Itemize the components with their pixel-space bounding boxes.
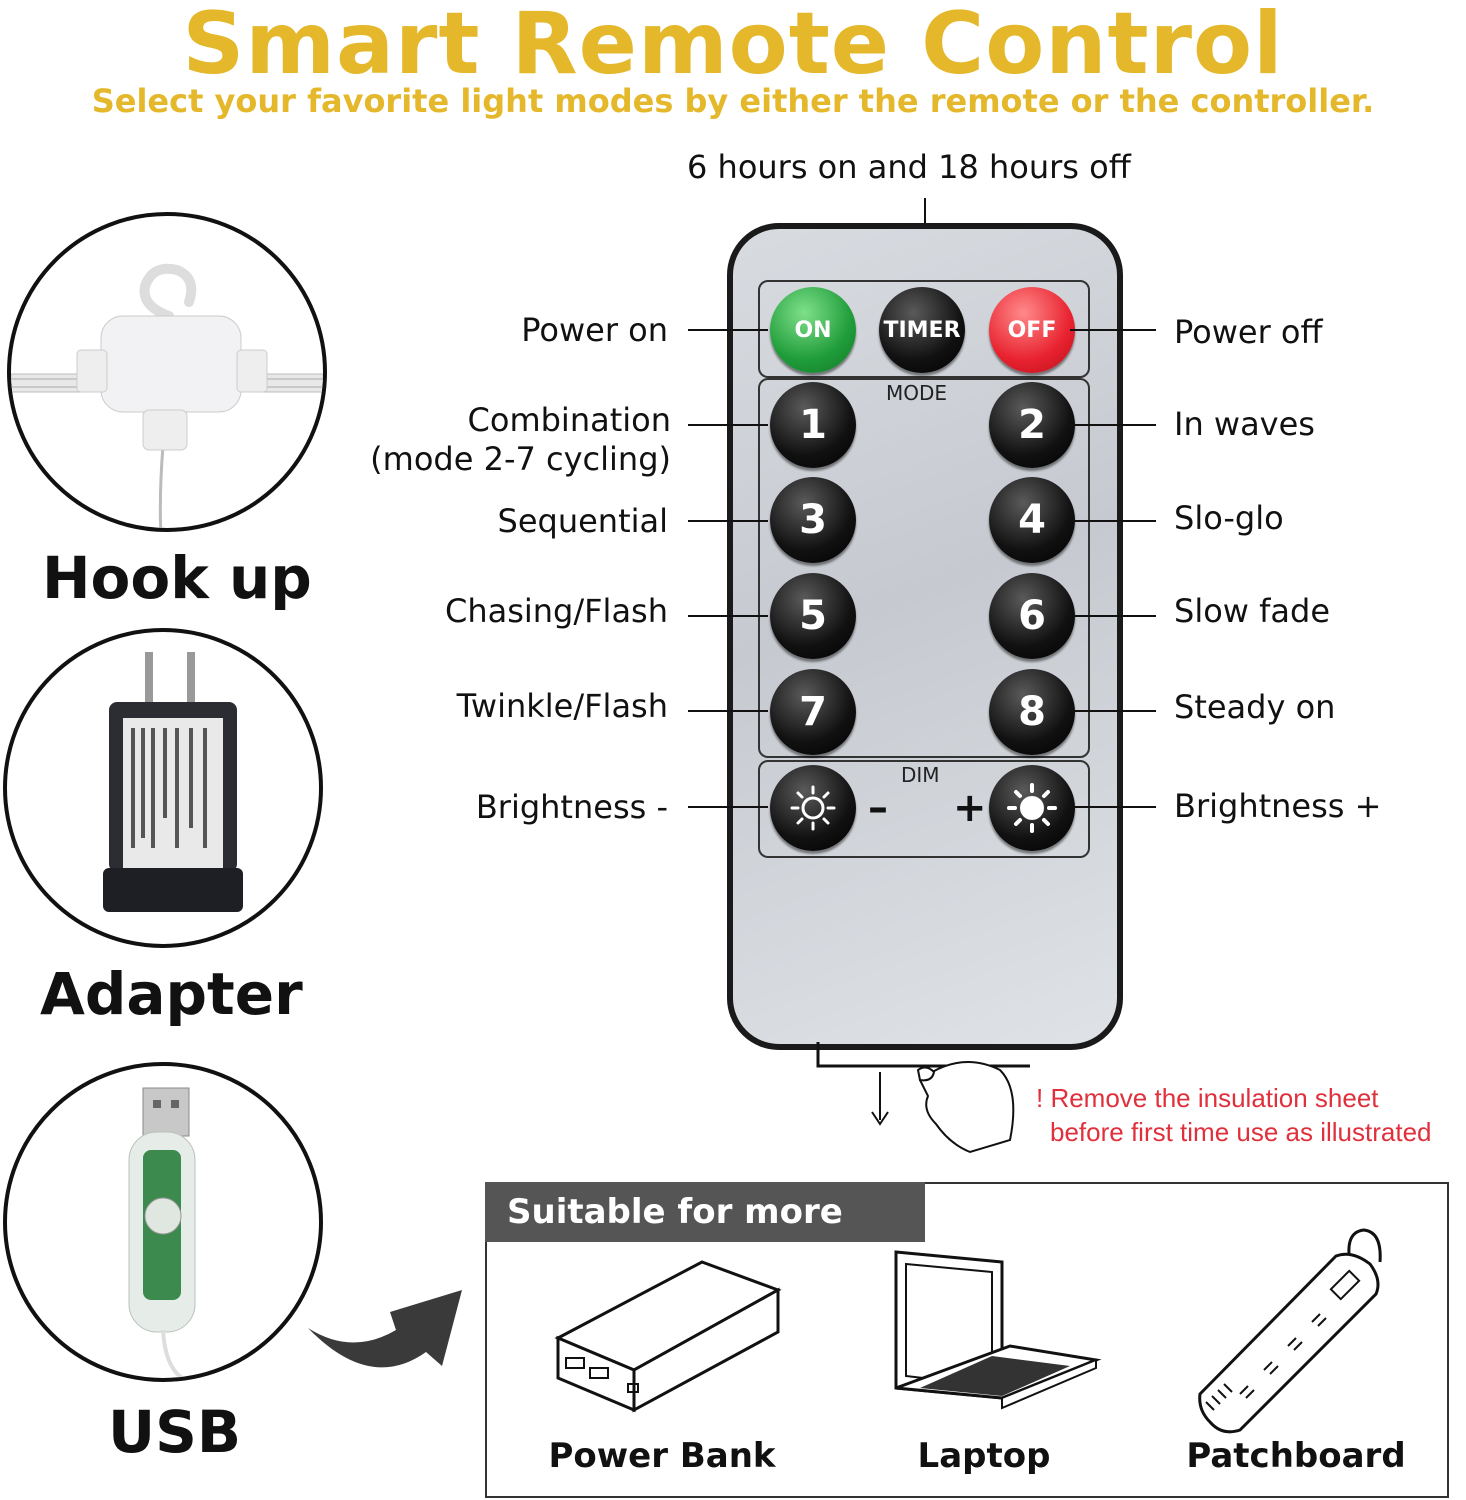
- mode-2-label: 2: [1018, 402, 1046, 448]
- mode-6-label: 6: [1018, 593, 1046, 639]
- in-waves-label: In waves: [1174, 405, 1315, 443]
- hook-up-label: Hook up: [42, 544, 312, 612]
- power-on-leader: [688, 329, 768, 331]
- suitable-heading: Suitable for more place: [485, 1182, 925, 1292]
- timer-caption: 6 hours on and 18 hours off: [687, 148, 1131, 186]
- power-off-label: Power off: [1174, 313, 1323, 351]
- brightness-plus-leader: [1070, 806, 1156, 808]
- laptop-icon: [894, 1250, 1102, 1410]
- mode-8-button[interactable]: 8: [989, 669, 1075, 755]
- dim-label: DIM: [901, 763, 940, 787]
- mode-4-label: 4: [1018, 497, 1046, 543]
- mode-2-leader: [1070, 424, 1156, 426]
- usb-label: USB: [108, 1398, 242, 1466]
- mode-6-leader: [1070, 615, 1156, 617]
- power-off-leader: [1070, 329, 1156, 331]
- timer-button[interactable]: TIMER: [879, 287, 965, 373]
- hook-up-image: [7, 212, 327, 532]
- power-bank-label: Power Bank: [548, 1436, 776, 1476]
- slo-glo-label: Slo-glo: [1174, 499, 1284, 537]
- mode-3-label: 3: [799, 497, 827, 543]
- mode-4-button[interactable]: 4: [989, 477, 1075, 563]
- adapter-icon: [103, 652, 243, 912]
- usb-plug-icon: [128, 1087, 196, 1378]
- mode-3-leader: [688, 520, 768, 522]
- off-button[interactable]: OFF: [989, 287, 1075, 373]
- mode-label: MODE: [886, 381, 948, 405]
- curved-arrow-icon: [308, 1290, 462, 1368]
- page-subtitle: Select your favorite light modes by eith…: [91, 82, 1375, 120]
- warning-line-1: ! Remove the insulation sheet: [1036, 1083, 1379, 1113]
- chasing-flash-label: Chasing/Flash: [444, 592, 668, 630]
- mode-panel: [758, 378, 1090, 758]
- sun-large-icon: [1007, 783, 1057, 833]
- laptop-label: Laptop: [917, 1436, 1051, 1476]
- twinkle-flash-label: Twinkle/Flash: [456, 687, 668, 725]
- mode-7-leader: [688, 710, 768, 712]
- mode-3-button[interactable]: 3: [770, 477, 856, 563]
- combination-label: Combination: [467, 401, 671, 439]
- combination-sub-label: (mode 2-7 cycling): [370, 440, 671, 478]
- sequential-label: Sequential: [497, 502, 669, 540]
- patchboard-icon: [1198, 1228, 1382, 1434]
- dim-plus-sign: +: [953, 785, 987, 831]
- brightness-minus-leader: [688, 806, 768, 808]
- sun-small-icon: [790, 785, 836, 831]
- dim-panel: [758, 760, 1090, 858]
- adapter-label: Adapter: [40, 960, 303, 1028]
- brightness-up-button[interactable]: [989, 765, 1075, 851]
- on-button[interactable]: ON: [770, 287, 856, 373]
- timer-button-label: TIMER: [883, 317, 961, 343]
- mode-5-button[interactable]: 5: [770, 573, 856, 659]
- brightness-down-button[interactable]: [770, 765, 856, 851]
- brightness-plus-label: Brightness +: [1174, 787, 1382, 825]
- mode-5-label: 5: [799, 593, 827, 639]
- usb-image: [3, 1062, 323, 1382]
- insulation-sheet-pull-icon: [816, 1042, 1030, 1154]
- mode-4-leader: [1070, 520, 1156, 522]
- off-button-label: OFF: [1007, 317, 1057, 343]
- mode-1-button[interactable]: 1: [770, 382, 856, 468]
- dim-minus-sign: –: [868, 785, 888, 831]
- patchboard-label: Patchboard: [1186, 1436, 1406, 1476]
- slow-fade-label: Slow fade: [1174, 592, 1330, 630]
- steady-on-label: Steady on: [1174, 688, 1336, 726]
- page-title: Smart Remote Control: [182, 0, 1284, 94]
- hook-connector-icon: [11, 263, 323, 528]
- mode-1-label: 1: [799, 402, 827, 448]
- power-on-label: Power on: [521, 311, 668, 349]
- mode-1-leader: [688, 424, 768, 426]
- mode-7-label: 7: [799, 689, 827, 735]
- mode-5-leader: [688, 615, 768, 617]
- suitable-box: [485, 1182, 1449, 1498]
- power-bank-icon: [554, 1260, 782, 1413]
- mode-8-label: 8: [1018, 689, 1046, 735]
- mode-2-button[interactable]: 2: [989, 382, 1075, 468]
- mode-6-button[interactable]: 6: [989, 573, 1075, 659]
- adapter-image: [3, 628, 323, 948]
- mode-7-button[interactable]: 7: [770, 669, 856, 755]
- mode-8-leader: [1070, 710, 1156, 712]
- on-button-label: ON: [794, 317, 832, 343]
- brightness-minus-label: Brightness -: [475, 788, 668, 826]
- warning-line-2: before first time use as illustrated: [1050, 1117, 1432, 1147]
- remote-control: MODE DIM ON TIMER OFF 1 2 3 4 5 6 7 8 – …: [727, 223, 1123, 1050]
